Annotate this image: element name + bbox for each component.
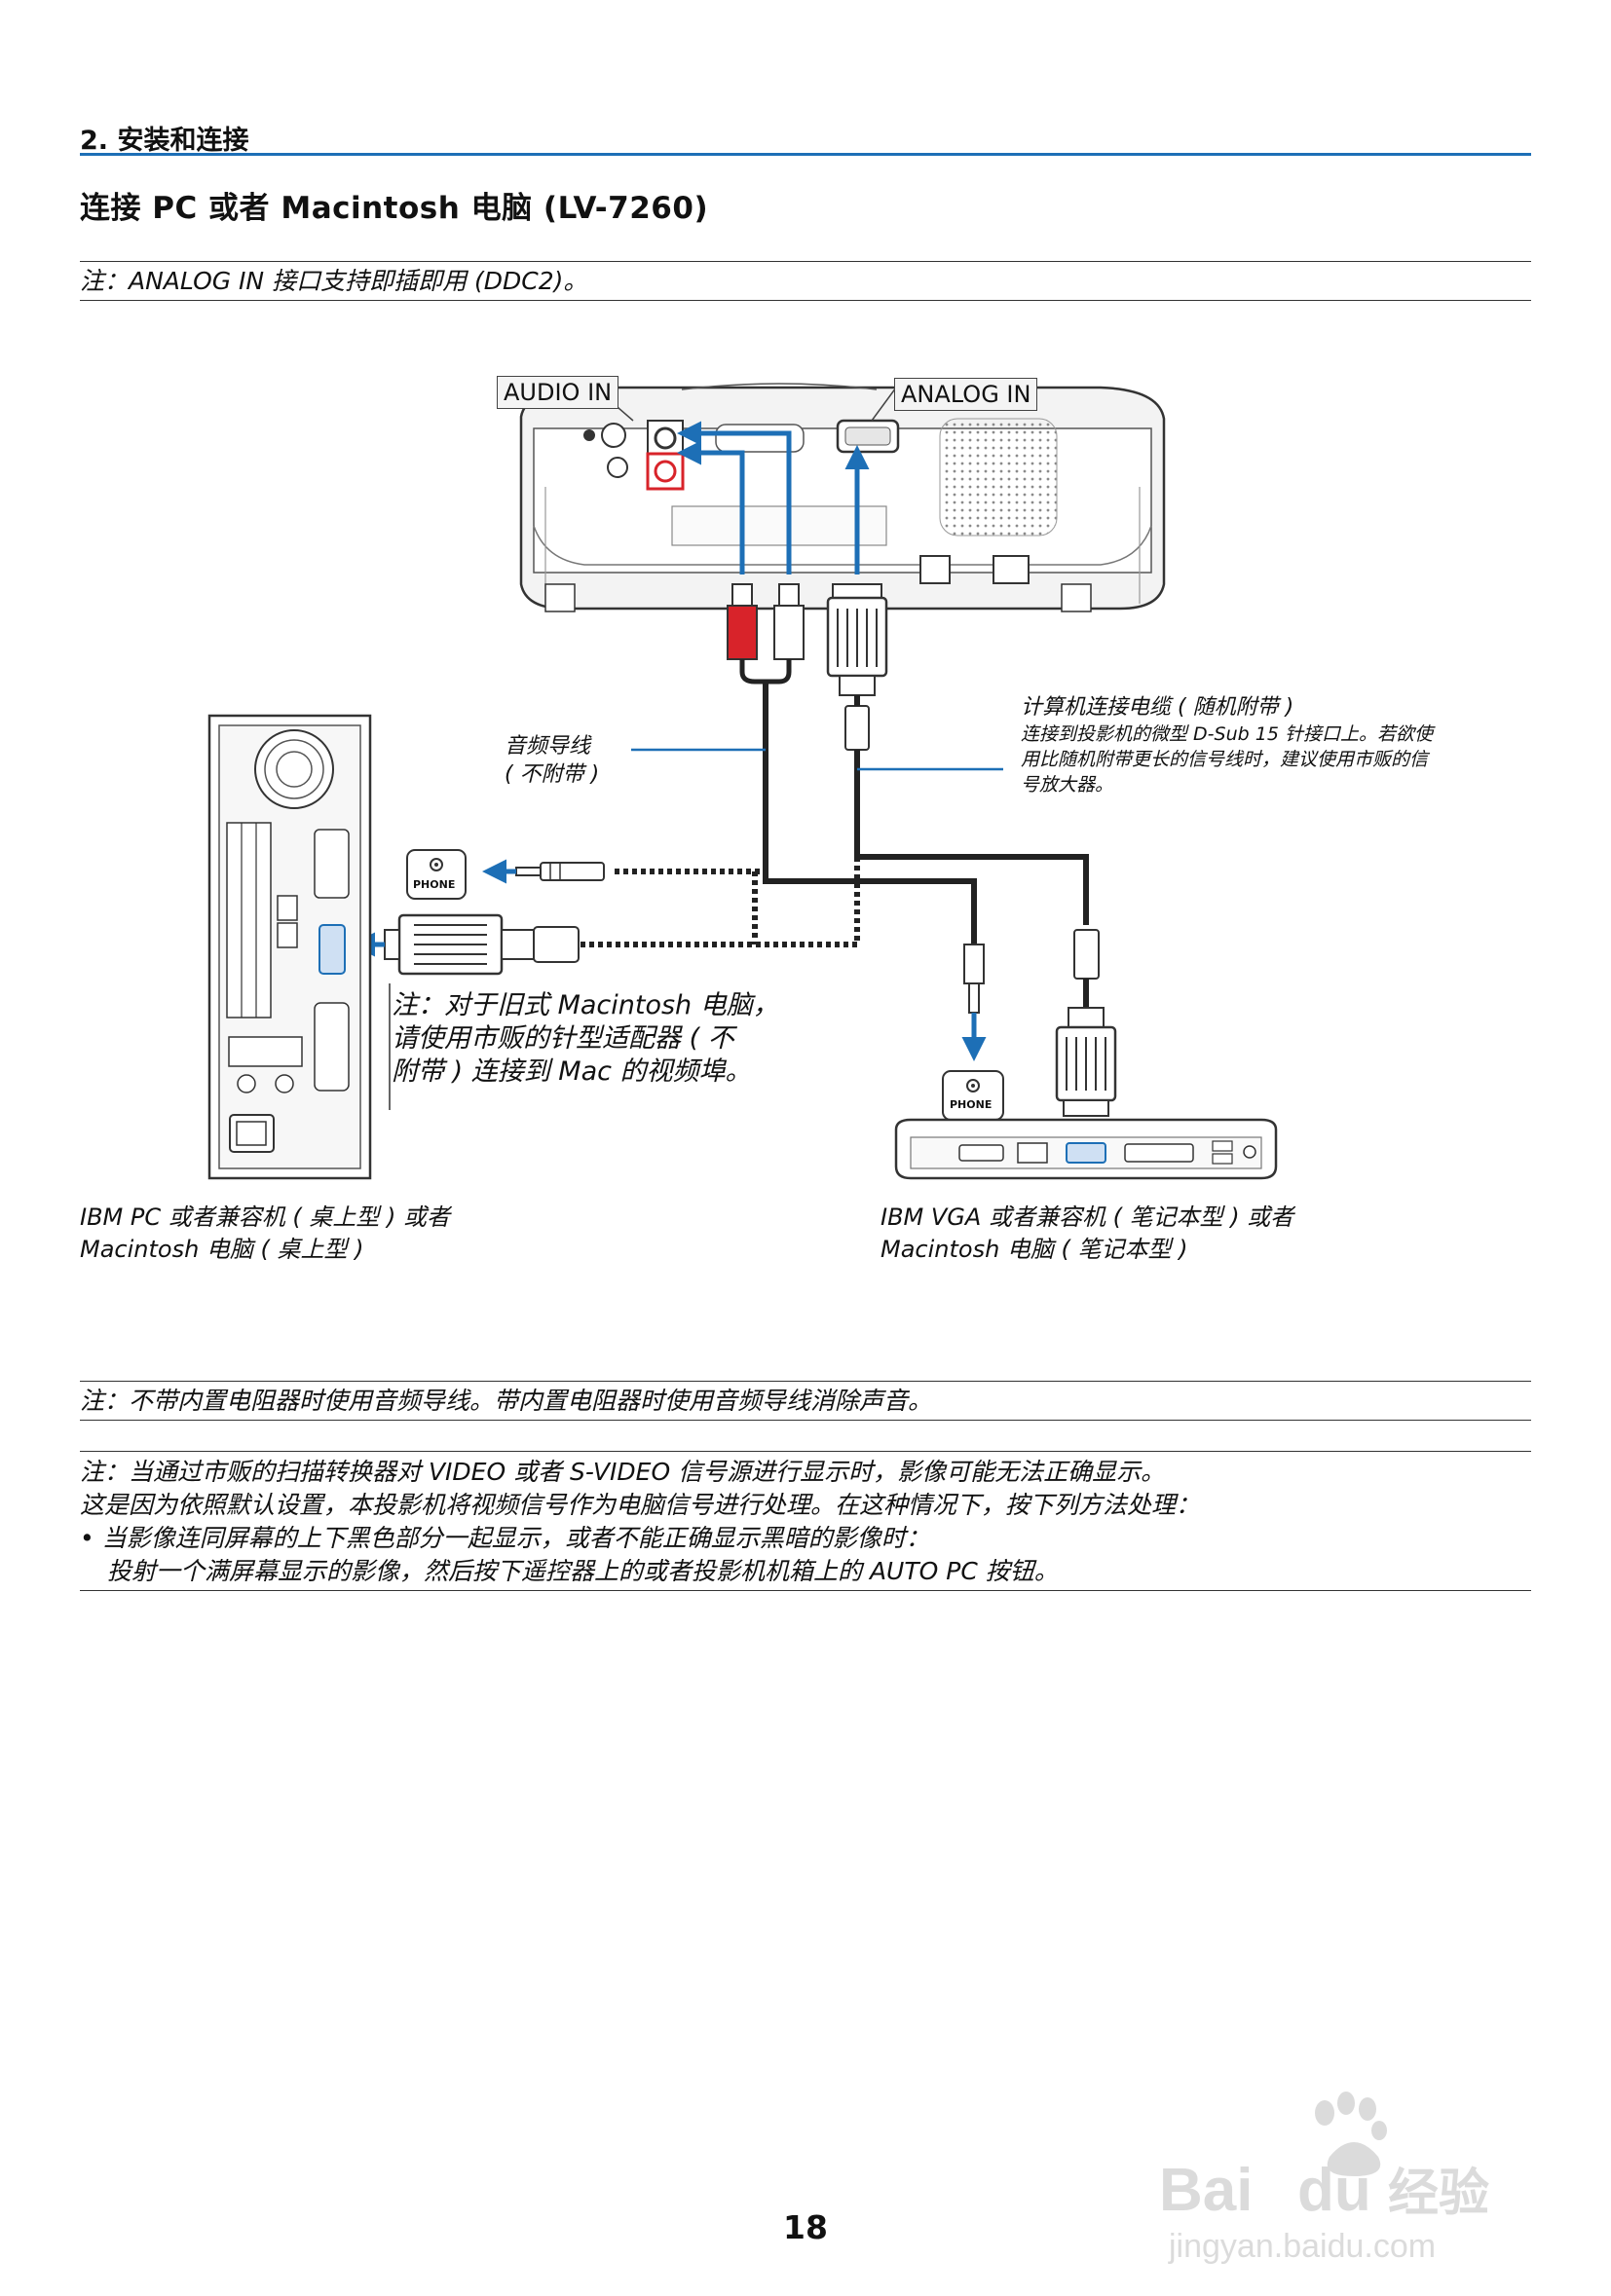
s-video-port (601, 423, 626, 448)
computer-cable-label: 计算机连接电缆 ( 随机附带 ) 连接到投影机的微型 D-Sub 15 针接口上… (1021, 695, 1433, 796)
audio-cable (763, 682, 977, 1003)
rca-audio-plugs (727, 583, 805, 685)
note-video-line-3: • 当影像连同屏幕的上下黑色部分一起显示，或者不能正确显示黑暗的影像时： (80, 1524, 930, 1552)
note-video-line-1: 注：当通过市贩的扫描转换器对 VIDEO 或者 S-VIDEO 信号源进行显示时… (80, 1458, 1166, 1486)
mini-plug-pc (515, 862, 605, 881)
audio-in-label: AUDIO IN (497, 376, 619, 409)
page-title: 连接 PC 或者 Macintosh 电脑 (LV-7260) (80, 191, 709, 226)
ferrite-core-notebook (1073, 929, 1100, 980)
note-video: 注：当通过市贩的扫描转换器对 VIDEO 或者 S-VIDEO 信号源进行显示时… (80, 1451, 1531, 1591)
analog-in-label: ANALOG IN (894, 378, 1038, 411)
watermark-brand: Bai (1159, 2157, 1253, 2224)
audio-insert-arrow-right (677, 421, 792, 574)
mac-adapter-note: 注：对于旧式 Macintosh 电脑， 请使用市贩的针型适配器 ( 不 附带 … (392, 990, 779, 1087)
watermark-brand-2: du (1297, 2157, 1371, 2224)
note-video-line-2: 这是因为依照默认设置，本投影机将视频信号作为电脑信号进行处理。在这种情况下，按下… (80, 1491, 1201, 1519)
ferrite-core-pc (533, 926, 580, 963)
vga-cable-dotted-pc (580, 857, 860, 947)
page-number: 18 (783, 2208, 828, 2246)
section-heading: 2. 安装和连接 (80, 126, 249, 156)
vga-plug-projector (826, 583, 888, 751)
note-analog-in: 注：ANALOG IN 接口支持即插即用 (DDC2)。 (80, 261, 1531, 301)
projector (519, 383, 1166, 612)
phone-label-notebook: PHONE (950, 1098, 993, 1111)
desktop-pc (207, 714, 372, 1180)
note-audio-text: 注：不带内置电阻器时使用音频导线。带内置电阻器时使用音频导线消除声音。 (80, 1387, 933, 1415)
note-analog-in-text: 注：ANALOG IN 接口支持即插即用 (DDC2)。 (80, 267, 588, 295)
phone-jack-icon (406, 849, 467, 900)
vga-cable (854, 695, 1089, 925)
watermark-brand-cn: 经验 (1388, 2165, 1489, 2223)
note-video-line-4: 投射一个满屏幕显示的影像，然后按下遥控器上的或者投影机机箱上的 AUTO PC … (107, 1557, 1059, 1585)
section-rule (80, 153, 1531, 156)
mini-plug-notebook (963, 944, 985, 1014)
desktop-caption: IBM PC 或者兼容机 ( 桌上型 ) 或者 Macintosh 电脑 ( 桌… (80, 1204, 450, 1263)
note-audio: 注：不带内置电阻器时使用音频导线。带内置电阻器时使用音频导线消除声音。 (80, 1381, 1531, 1421)
notebook-caption: IBM VGA 或者兼容机 ( 笔记本型 ) 或者 Macintosh 电脑 (… (880, 1204, 1294, 1263)
vga-plug-pc (384, 913, 535, 976)
phone-label-pc: PHONE (413, 878, 456, 891)
vga-plug-notebook (1055, 1007, 1117, 1117)
phone-jack-notebook-icon (942, 1070, 1004, 1121)
audio-cable-label: 音频导线 ( 不附带 ) (505, 734, 600, 787)
notebook-pc (894, 1118, 1278, 1180)
watermark-url: jingyan.baidu.com (1168, 2228, 1436, 2265)
baidu-watermark: Bai du 经验 jingyan.baidu.com (1159, 2092, 1489, 2265)
audio-insert-arrow-left (677, 440, 745, 574)
